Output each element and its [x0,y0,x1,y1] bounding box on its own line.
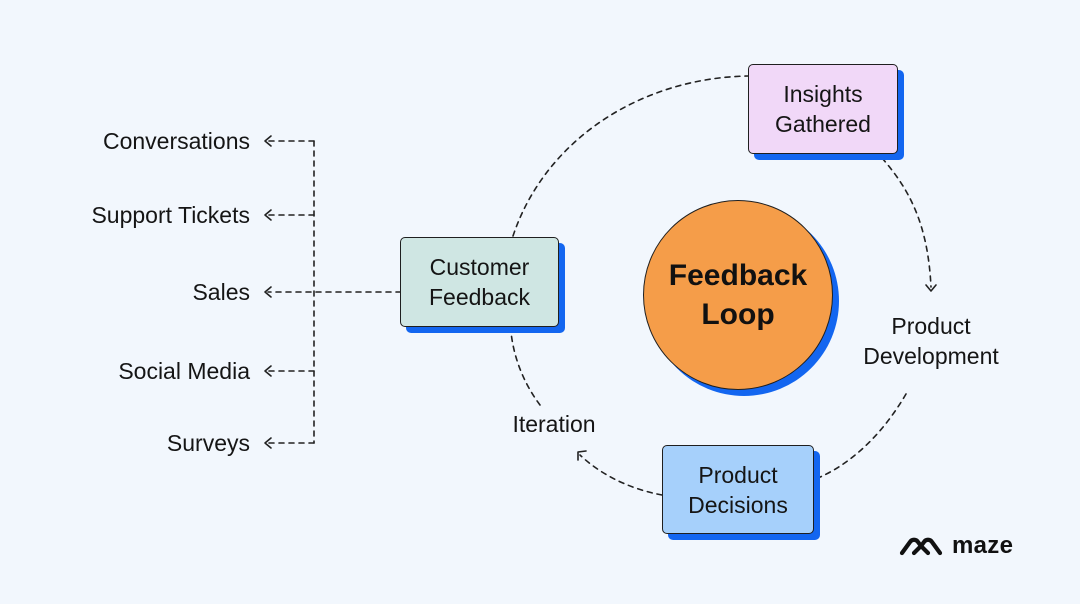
product-decisions-node: Product Decisions [662,445,814,534]
arc-feedback-to-insights [512,75,749,237]
center-line2: Loop [701,298,775,331]
product-development-line1: Product [891,313,971,339]
arrowhead-support-tickets [264,209,272,221]
maze-logo-icon [899,537,943,556]
arrowhead-sales [264,286,272,298]
product-decisions-line1: Product [698,461,778,488]
feedback-loop-center: Feedback Loop [643,200,833,390]
product-development-label: Product Development [851,311,1011,371]
arrowhead-conversations [264,135,272,147]
iteration-label: Iteration [512,411,596,437]
source-conversations: Conversations [102,128,250,154]
source-support-tickets: Support Tickets [91,202,250,228]
customer-feedback-line1: Customer [429,254,530,280]
arrowhead-development [925,284,937,292]
product-decisions-line2: Decisions [688,491,788,518]
insights-gathered-line2: Gathered [775,111,871,137]
arrowhead-social-media [264,365,272,377]
maze-logo: maze [898,532,1013,560]
center-line1: Feedback [668,259,808,292]
insights-gathered-line1: Insights [783,81,863,107]
source-surveys: Surveys [166,430,250,456]
arrowhead-surveys [264,437,272,449]
arrowhead-iteration [577,450,587,461]
product-development-line2: Development [863,343,999,369]
arc-insights-to-development [881,157,932,288]
insights-gathered-node: Insights Gathered [748,64,898,154]
customer-feedback-node: Customer Feedback [400,237,559,327]
source-sales: Sales [192,279,250,305]
maze-logo-text: maze [952,532,1014,559]
arc-development-to-decisions [817,393,907,479]
source-social-media: Social Media [118,358,250,384]
arc-decisions-to-iteration [579,454,663,496]
customer-feedback-line2: Feedback [428,284,530,310]
arc-iteration-to-feedback [510,331,541,406]
